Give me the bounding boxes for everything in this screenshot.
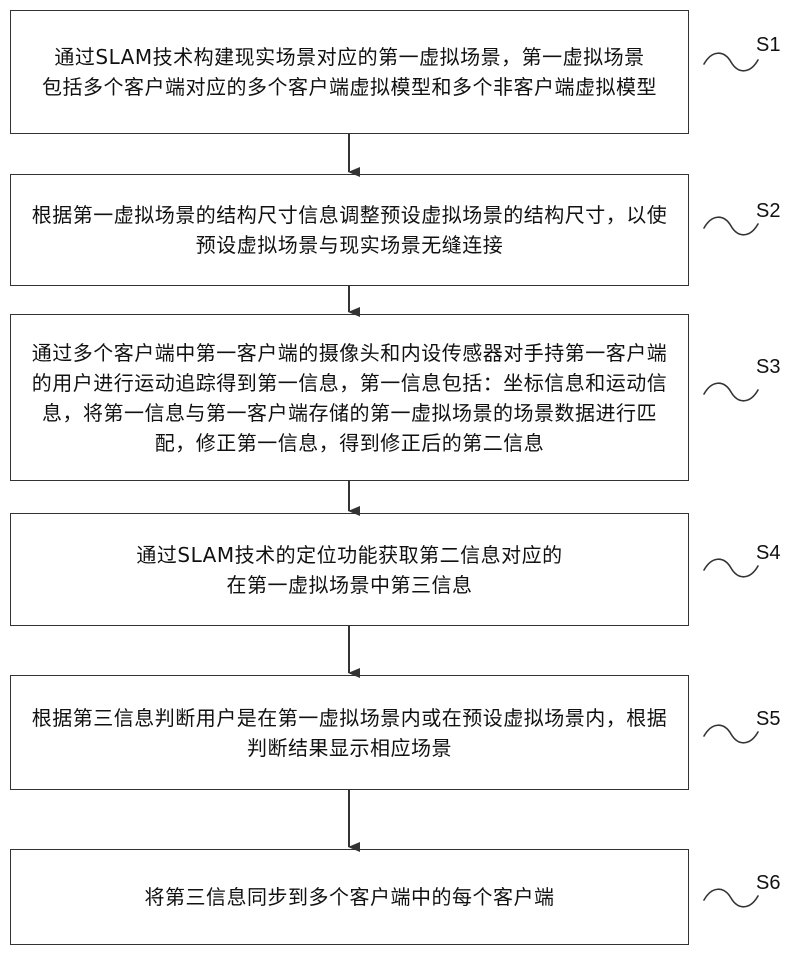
step-text-s2: 根据第一虚拟场景的结构尺寸信息调整预设虚拟场景的结构尺寸，以使预设虚拟场景与现实… xyxy=(27,200,672,260)
step-box-s4: 通过SLAM技术的定位功能获取第二信息对应的 在第一虚拟场景中第三信息 xyxy=(10,513,689,626)
step-label-s6: S6 xyxy=(756,872,780,895)
step-label-s2: S2 xyxy=(756,200,780,223)
leader-squiggle-s2 xyxy=(704,217,758,235)
leader-squiggle-s6 xyxy=(704,889,758,907)
step-text-s6: 将第三信息同步到多个客户端中的每个客户端 xyxy=(145,882,555,912)
step-text-s3: 通过多个客户端中第一客户端的摄像头和内设传感器对手持第一客户端的用户进行运动追踪… xyxy=(27,338,672,458)
step-text-s5: 根据第三信息判断用户是在第一虚拟场景内或在预设虚拟场景内，根据判断结果显示相应场… xyxy=(27,703,672,763)
step-box-s3: 通过多个客户端中第一客户端的摄像头和内设传感器对手持第一客户端的用户进行运动追踪… xyxy=(10,314,689,481)
step-text-s4: 通过SLAM技术的定位功能获取第二信息对应的 在第一虚拟场景中第三信息 xyxy=(136,540,562,600)
step-label-s4: S4 xyxy=(756,542,780,565)
step-label-s5: S5 xyxy=(756,708,780,731)
step-box-s6: 将第三信息同步到多个客户端中的每个客户端 xyxy=(10,849,689,945)
step-box-s1: 通过SLAM技术构建现实场景对应的第一虚拟场景，第一虚拟场景 包括多个客户端对应… xyxy=(10,10,689,134)
step-label-s1: S1 xyxy=(756,34,780,57)
step-text-s1: 通过SLAM技术构建现实场景对应的第一虚拟场景，第一虚拟场景 包括多个客户端对应… xyxy=(42,42,657,102)
step-box-s5: 根据第三信息判断用户是在第一虚拟场景内或在预设虚拟场景内，根据判断结果显示相应场… xyxy=(10,675,689,790)
leader-squiggle-s4 xyxy=(704,559,758,577)
step-box-s2: 根据第一虚拟场景的结构尺寸信息调整预设虚拟场景的结构尺寸，以使预设虚拟场景与现实… xyxy=(10,174,689,286)
step-label-s3: S3 xyxy=(756,356,780,379)
leader-squiggle-s1 xyxy=(704,53,758,71)
leader-squiggle-s3 xyxy=(704,383,758,401)
leader-squiggle-s5 xyxy=(704,725,758,743)
